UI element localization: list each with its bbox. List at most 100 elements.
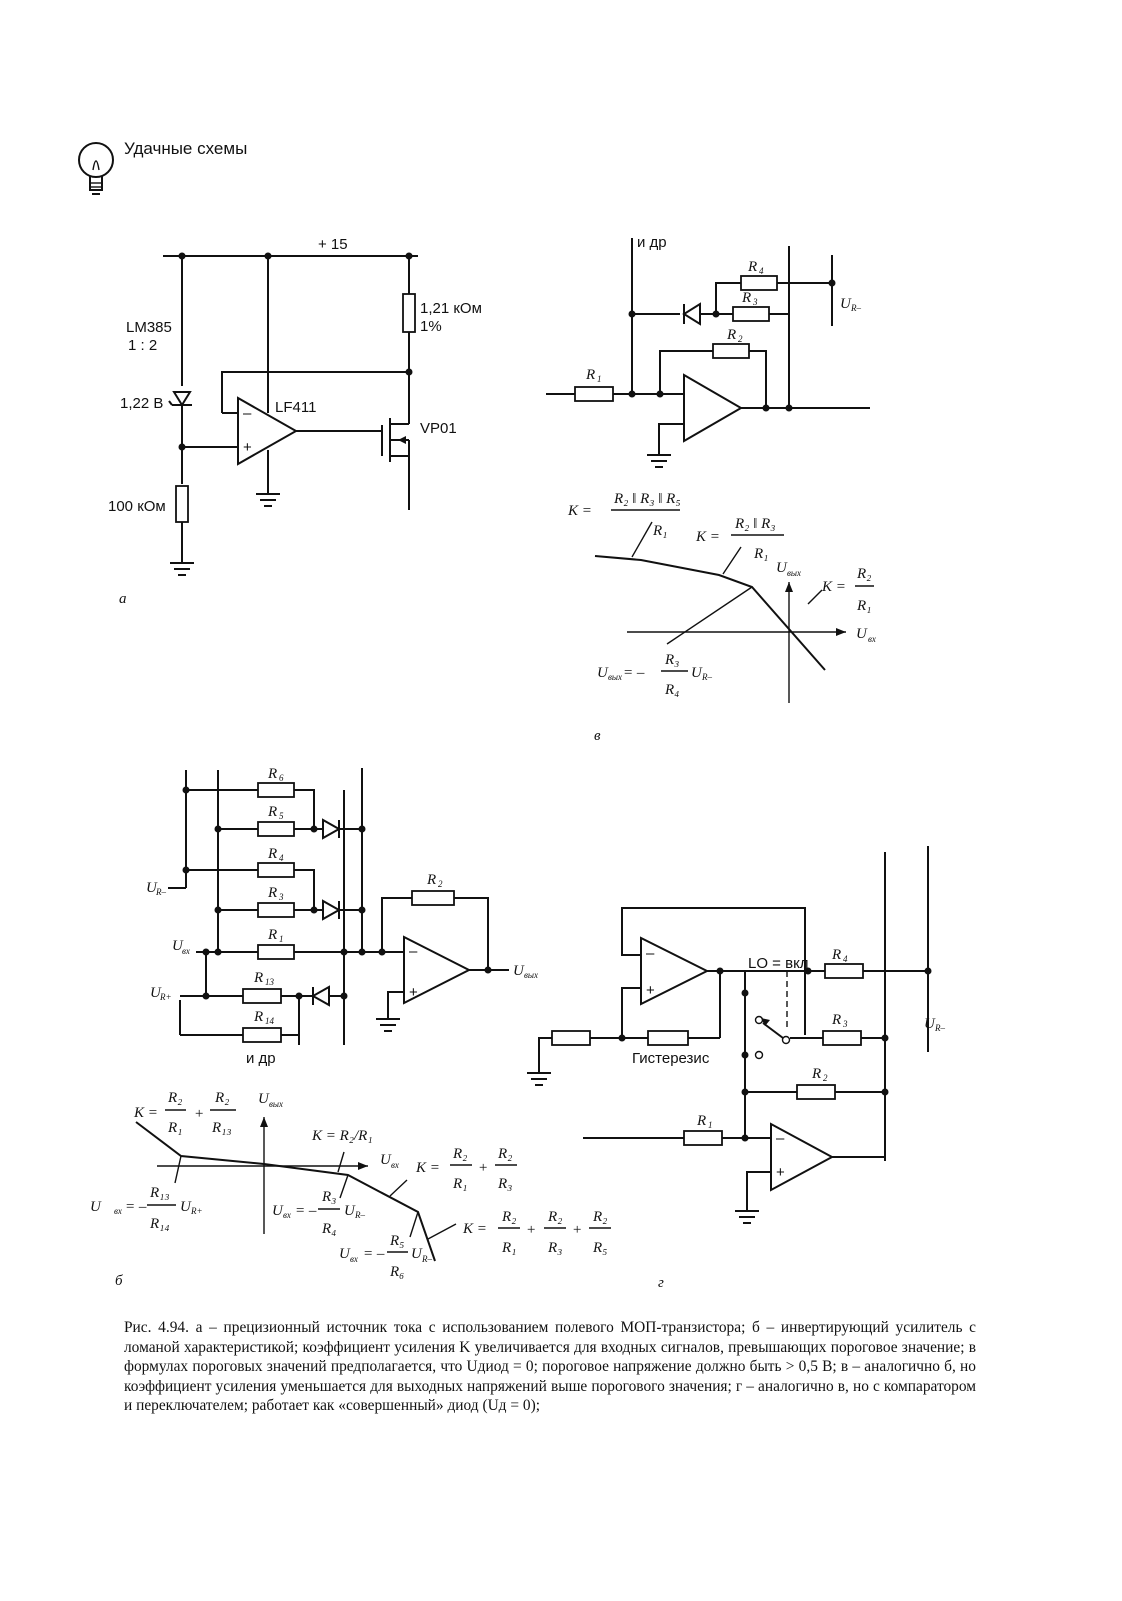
svg-text:–: – (646, 945, 655, 962)
resistor-r3 (822, 1030, 862, 1046)
svg-text:R–: R– (421, 1254, 432, 1264)
svg-text:U: U (691, 665, 703, 681)
sense-resistor-label: 1,21 кОм (420, 300, 482, 317)
svg-text:3: 3 (278, 892, 284, 902)
svg-text:R+: R+ (190, 1206, 203, 1216)
resistor-r6 (257, 782, 295, 798)
svg-text:R: R (267, 885, 277, 901)
resistor-r14 (242, 1027, 282, 1043)
svg-text:U: U (344, 1203, 356, 1219)
resistor-r4 (824, 963, 864, 979)
panel-label-v: в (594, 728, 601, 744)
svg-text:–: – (776, 1130, 785, 1147)
header-title: Удачные схемы (124, 139, 248, 158)
svg-text:3: 3 (752, 297, 758, 307)
svg-text:вых: вых (608, 672, 622, 682)
svg-text:4: 4 (279, 853, 284, 863)
svg-text:R₃: R₃ (547, 1240, 562, 1256)
resistor-r1 (574, 386, 614, 402)
svg-text:= –: = – (295, 1203, 317, 1219)
svg-text:R₂: R₂ (592, 1209, 607, 1225)
resistor-r4 (257, 862, 295, 878)
svg-text:R₂: R₂ (547, 1209, 562, 1225)
svg-text:13: 13 (265, 977, 275, 987)
resistor-r2 (796, 1084, 836, 1100)
svg-text:R₂: R₂ (501, 1209, 516, 1225)
svg-text:R: R (741, 290, 751, 306)
k-eq-2: K = (695, 529, 720, 545)
figure-g-circuit: – + LO = вкл Гистерезис (527, 846, 945, 1291)
svg-text:R₁₃: R₁₃ (149, 1185, 170, 1201)
svg-text:R₆: R₆ (389, 1264, 404, 1280)
svg-text:R₁: R₁ (167, 1120, 182, 1136)
ground-icon (527, 1072, 551, 1086)
svg-text:R–: R– (934, 1023, 945, 1033)
figure-a-current-source: + 15 LM385 1 : 2 1,22 В 100 кОм – + LF41… (108, 236, 482, 607)
svg-text:R: R (831, 1012, 841, 1028)
svg-text:R–: R– (354, 1210, 365, 1220)
diode-icon (310, 985, 330, 1007)
zener-voltage-label: 1,22 В (120, 395, 163, 412)
svg-text:R₅: R₅ (592, 1240, 607, 1256)
svg-text:R: R (267, 846, 277, 862)
svg-text:R–: R– (155, 887, 166, 897)
fig-b-etc-label: и др (246, 1050, 276, 1067)
svg-text:U: U (411, 1246, 423, 1262)
svg-text:= –: = – (125, 1199, 147, 1215)
svg-text:R: R (267, 927, 277, 943)
svg-text:вх: вх (283, 1210, 291, 1220)
ref-chip-label: LM385 (126, 319, 172, 336)
svg-text:R₁: R₁ (501, 1240, 516, 1256)
svg-text:2: 2 (738, 334, 743, 344)
ground-icon (647, 454, 671, 468)
svg-text:R₄: R₄ (321, 1221, 336, 1237)
svg-text:= –: = – (363, 1246, 385, 1262)
fig-v-etc-label: и др (637, 234, 667, 251)
diode-icon (322, 899, 342, 921)
svg-text:R₁₃: R₁₃ (211, 1120, 232, 1136)
svg-text:U: U (840, 296, 852, 312)
svg-text:14: 14 (265, 1016, 275, 1026)
svg-text:R: R (726, 327, 736, 343)
ground-icon (376, 1018, 400, 1032)
svg-text:вх: вх (391, 1160, 399, 1170)
svg-text:U: U (924, 1016, 936, 1032)
svg-text:U: U (258, 1091, 270, 1107)
k-eq-right-2: K = (462, 1221, 487, 1237)
svg-text:+: + (409, 984, 418, 1001)
resistor-r4 (740, 275, 778, 291)
svg-text:5: 5 (279, 811, 284, 821)
resistor-r2 (712, 343, 750, 359)
svg-text:R: R (747, 259, 757, 275)
svg-text:R₃: R₃ (497, 1176, 512, 1192)
svg-text:1: 1 (279, 934, 284, 944)
svg-text:вых: вых (524, 970, 538, 980)
svg-text:U: U (150, 985, 162, 1001)
resistor-r3 (732, 306, 770, 322)
zener-diode-icon (168, 391, 192, 407)
svg-text:1: 1 (708, 1120, 713, 1130)
svg-text:R₂: R₂ (214, 1090, 229, 1106)
svg-text:–: – (243, 405, 252, 422)
svg-text:вых: вых (269, 1099, 283, 1109)
panel-label-b: б (115, 1273, 123, 1289)
opamp-g (770, 1122, 835, 1192)
svg-text:U: U (180, 1199, 192, 1215)
resistor-r2 (411, 890, 455, 906)
ground-icon (170, 562, 194, 576)
svg-text:R–: R– (701, 672, 712, 682)
svg-text:вых: вых (787, 568, 801, 578)
svg-text:R+: R+ (159, 992, 172, 1002)
svg-text:U: U (90, 1199, 102, 1215)
svg-text:R₅: R₅ (389, 1233, 404, 1249)
svg-text:+: + (776, 1164, 785, 1181)
svg-text:2: 2 (438, 879, 443, 889)
svg-text:R: R (253, 970, 263, 986)
ground-icon (735, 1210, 759, 1224)
svg-text:вх: вх (868, 634, 876, 644)
ratio-label: 1 : 2 (128, 337, 157, 354)
svg-text:R₂: R₂ (856, 566, 871, 582)
